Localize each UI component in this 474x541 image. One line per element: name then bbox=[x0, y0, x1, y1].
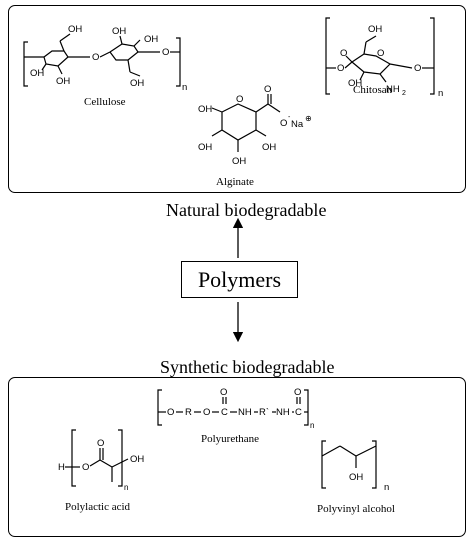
svg-text:n: n bbox=[384, 482, 389, 493]
synthetic-caption: Synthetic biodegradable bbox=[160, 357, 335, 377]
svg-text:OH: OH bbox=[68, 24, 82, 35]
polymers-box: Polymers bbox=[181, 261, 298, 298]
svg-text:OH: OH bbox=[198, 142, 212, 153]
svg-text:O: O bbox=[264, 84, 271, 95]
svg-text:OH: OH bbox=[130, 78, 144, 89]
svg-text:OH: OH bbox=[130, 454, 144, 465]
svg-text:OH: OH bbox=[112, 26, 126, 37]
svg-text:O: O bbox=[340, 48, 347, 59]
svg-text:NH: NH bbox=[386, 84, 400, 95]
svg-text:OH: OH bbox=[30, 68, 44, 79]
polymers-label: Polymers bbox=[197, 266, 282, 292]
svg-text:O: O bbox=[414, 63, 421, 74]
svg-text:n: n bbox=[124, 483, 128, 492]
svg-text:O: O bbox=[236, 94, 243, 105]
svg-text:O: O bbox=[203, 407, 210, 418]
svg-text:OH: OH bbox=[198, 104, 212, 115]
svg-text:O: O bbox=[294, 387, 301, 398]
cellulose-structure: OH OH OH O OH OH OH O n bbox=[23, 24, 187, 93]
svg-text:R: R bbox=[185, 407, 192, 418]
polylactic-acid-label: Polylactic acid bbox=[65, 501, 131, 513]
polylactic-acid-structure: H O O OH n bbox=[58, 429, 144, 492]
svg-text:⊕: ⊕ bbox=[305, 114, 312, 123]
svg-text:O: O bbox=[162, 47, 169, 58]
svg-text:O: O bbox=[337, 63, 344, 74]
alginate-structure: O OH OH OH OH O O - Na ⊕ bbox=[198, 84, 312, 167]
svg-text:Na: Na bbox=[291, 119, 304, 130]
svg-text:O: O bbox=[97, 438, 104, 449]
natural-caption: Natural biodegradable bbox=[166, 200, 327, 220]
svg-text:O: O bbox=[377, 48, 384, 59]
svg-text:O: O bbox=[167, 407, 174, 418]
svg-text:-: - bbox=[288, 114, 291, 121]
svg-text:n: n bbox=[438, 88, 443, 99]
svg-text:O: O bbox=[92, 52, 99, 63]
svg-text:O: O bbox=[82, 462, 89, 473]
svg-text:NH: NH bbox=[238, 407, 252, 418]
svg-text:OH: OH bbox=[348, 78, 362, 89]
svg-text:OH: OH bbox=[262, 142, 276, 153]
svg-text:OH: OH bbox=[56, 76, 70, 87]
svg-text:R`: R` bbox=[259, 407, 269, 418]
chitosan-structure: O O OH O OH NH 2 O n bbox=[325, 17, 443, 99]
svg-text:OH: OH bbox=[368, 24, 382, 35]
alginate-label: Alginate bbox=[216, 176, 254, 188]
polyvinyl-alcohol-structure: OH n bbox=[321, 440, 389, 493]
svg-text:C: C bbox=[221, 407, 228, 418]
polyvinyl-alcohol-label: Polyvinyl alcohol bbox=[317, 503, 395, 515]
svg-text:2: 2 bbox=[402, 90, 406, 97]
svg-text:C: C bbox=[295, 407, 302, 418]
svg-text:O: O bbox=[280, 118, 287, 129]
svg-text:NH: NH bbox=[276, 407, 290, 418]
cellulose-label: Cellulose bbox=[84, 96, 126, 108]
svg-text:O: O bbox=[220, 387, 227, 398]
svg-text:H: H bbox=[58, 462, 65, 473]
chitosan-label: Chitosan bbox=[353, 84, 393, 96]
synthetic-polymers-panel bbox=[8, 377, 466, 537]
svg-text:n: n bbox=[182, 82, 187, 93]
svg-text:n: n bbox=[310, 421, 314, 430]
natural-polymers-panel bbox=[8, 5, 466, 193]
svg-text:OH: OH bbox=[349, 472, 363, 483]
svg-text:OH: OH bbox=[144, 34, 158, 45]
svg-text:OH: OH bbox=[232, 156, 246, 167]
polyurethane-structure: O R O C O NH R` NH C O n bbox=[157, 387, 314, 430]
polyurethane-label: Polyurethane bbox=[201, 433, 260, 445]
